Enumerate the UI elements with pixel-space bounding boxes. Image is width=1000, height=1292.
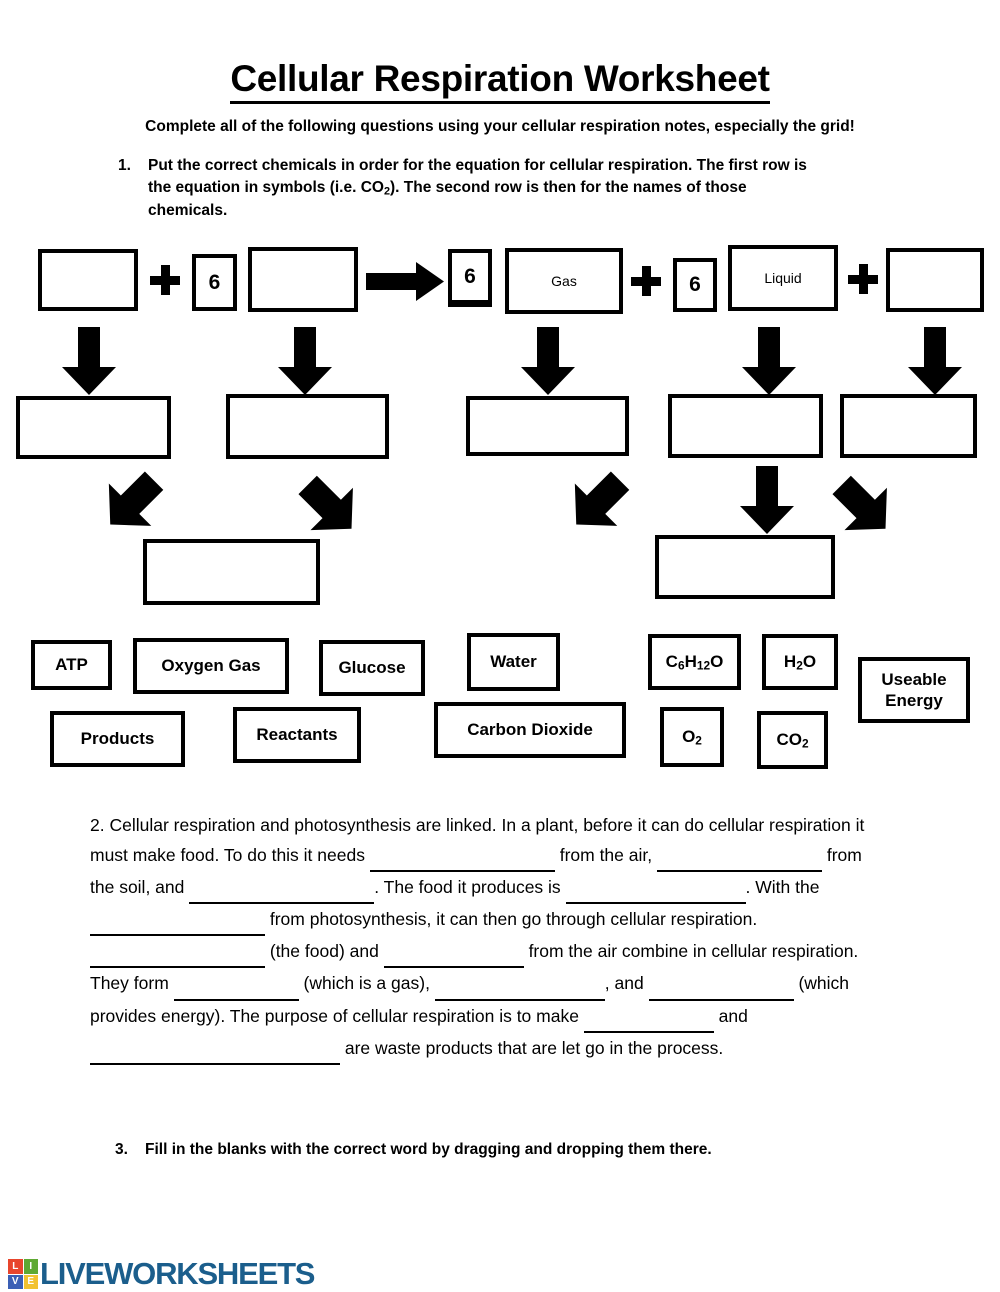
down-arrow-icon-6 [740,466,794,534]
word-bank-tile-o2[interactable]: O2 [660,707,724,767]
word-bank-tile-c6h12o[interactable]: C6H12O [648,634,741,690]
question-2-paragraph: 2. Cellular respiration and photosynthes… [90,810,880,1065]
word-bank-tile-carbon-dioxide[interactable]: Carbon Dioxide [434,702,626,758]
down-arrow-icon-4 [742,327,796,395]
word-bank-tile-co2[interactable]: CO2 [757,711,828,769]
down-arrow-icon-1 [62,327,116,395]
word-bank-tile-water[interactable]: Water [467,633,560,691]
formula-c6h12o: C6H12O [665,651,724,673]
question-2-text-run: are waste products that are let go in th… [340,1037,724,1058]
question-1-line-3: chemicals. [148,201,228,219]
plus-icon-2 [631,266,661,296]
answer-blank-4[interactable] [656,840,822,873]
answer-blank-14[interactable] [383,936,524,969]
formula-co2: CO2 [776,729,809,751]
name-answer-box-4[interactable] [668,394,823,458]
answer-blank-10[interactable] [90,904,265,937]
coefficient-box-1: 6 [192,254,237,311]
answer-blank-20[interactable] [648,968,794,1001]
coefficient-box-3: 6 [673,258,717,312]
answer-blank-12[interactable] [90,936,265,969]
yields-arrow-icon [366,262,444,301]
answer-blank-2[interactable] [369,840,555,873]
question-3-text: 3. Fill in the blanks with the correct wo… [115,1141,915,1159]
word-bank-tile-products[interactable]: Products [50,711,185,767]
logo-tile-v: V [8,1274,23,1289]
diagonal-arrow-down-right-icon-1 [108,471,164,526]
name-answer-box-1[interactable] [16,396,171,459]
question-2-text-run: (which provides energy). The purpose of … [90,973,850,1026]
equation-label-gas: Gas [505,248,623,314]
logo-tile-i: I [23,1259,38,1274]
page-subtitle: Complete all of the following questions … [145,118,855,135]
question-2-text-run: 2. Cellular respiration and photosynthes… [90,815,865,866]
word-bank-tile-atp[interactable]: ATP [31,640,112,690]
answer-blank-18[interactable] [434,968,605,1001]
equation-answer-box-3[interactable] [886,248,984,312]
formula-o2: O2 [682,726,702,748]
answer-blank-16[interactable] [173,968,299,1001]
coefficient-box-2: 6 [448,249,492,303]
subscript-2: 2 [383,185,391,198]
name-answer-box-3[interactable] [466,396,629,456]
question-1-number: 1. [118,157,131,174]
word-bank-tile-glucose[interactable]: Glucose [319,640,425,696]
name-answer-box-2[interactable] [226,394,389,459]
question-2-text-run: from the air, [554,845,657,866]
down-arrow-icon-2 [278,327,332,395]
liveworksheets-wordmark: LIVEWORKSHEETS [40,1256,315,1291]
question-1-line-1: Put the correct chemicals in order for t… [148,157,807,174]
question-2-text-run: and [713,1005,748,1026]
down-arrow-icon-3 [521,327,575,395]
equation-label-liquid: Liquid [728,245,838,311]
question-2-text-run: (the food) and [265,941,384,962]
summary-answer-box-right[interactable] [655,535,835,599]
equation-answer-box-2[interactable] [248,247,358,312]
plus-icon-3 [848,264,878,294]
word-bank-tile-oxygen-gas[interactable]: Oxygen Gas [133,638,289,694]
logo-tile-l: L [8,1259,23,1274]
question-3-label: Fill in the blanks with the correct word… [145,1141,712,1158]
logo-tile-e: E [23,1274,38,1289]
question-2-text-run: from photosynthesis, it can then go thro… [265,909,758,930]
question-3-number: 3. [115,1141,128,1158]
question-2-text-run: . The food it produces is [374,877,566,898]
formula-h2o: H2O [783,651,817,673]
question-1-text: 1. Put the correct chemicals in order fo… [118,155,878,222]
equation-answer-box-1[interactable] [38,249,138,311]
diagonal-arrow-down-right-icon-2 [574,471,630,526]
question-2-text-run: from the soil, and [90,845,862,898]
diagonal-arrow-down-left-icon-2 [832,475,887,531]
question-2-text-run: from the air combine in cellular respira… [90,941,859,994]
answer-blank-22[interactable] [583,1001,714,1033]
word-bank-tile-h2o[interactable]: H2O [762,634,838,690]
answer-blank-6[interactable] [189,872,375,905]
diagonal-arrow-down-left-icon-1 [298,475,353,531]
word-bank-tile-useable-energy[interactable]: Useable Energy [858,657,970,723]
question-2-text-run: (which is a gas), [298,973,435,994]
summary-answer-box-left[interactable] [143,539,320,605]
answer-blank-24[interactable] [90,1033,340,1065]
word-bank-tile-reactants[interactable]: Reactants [233,707,361,763]
question-1-line-2: the equation in symbols (i.e. CO2). The … [148,179,747,198]
question-2-text-run: , and [604,973,649,994]
plus-icon-1 [150,265,180,295]
answer-blank-8[interactable] [565,872,746,905]
page-title-text: Cellular Respiration Worksheet [230,58,770,104]
question-2-text-run: . With the [745,877,820,898]
page-title: Cellular Respiration Worksheet [0,58,1000,104]
name-answer-box-5[interactable] [840,394,977,458]
down-arrow-icon-5 [908,327,962,395]
